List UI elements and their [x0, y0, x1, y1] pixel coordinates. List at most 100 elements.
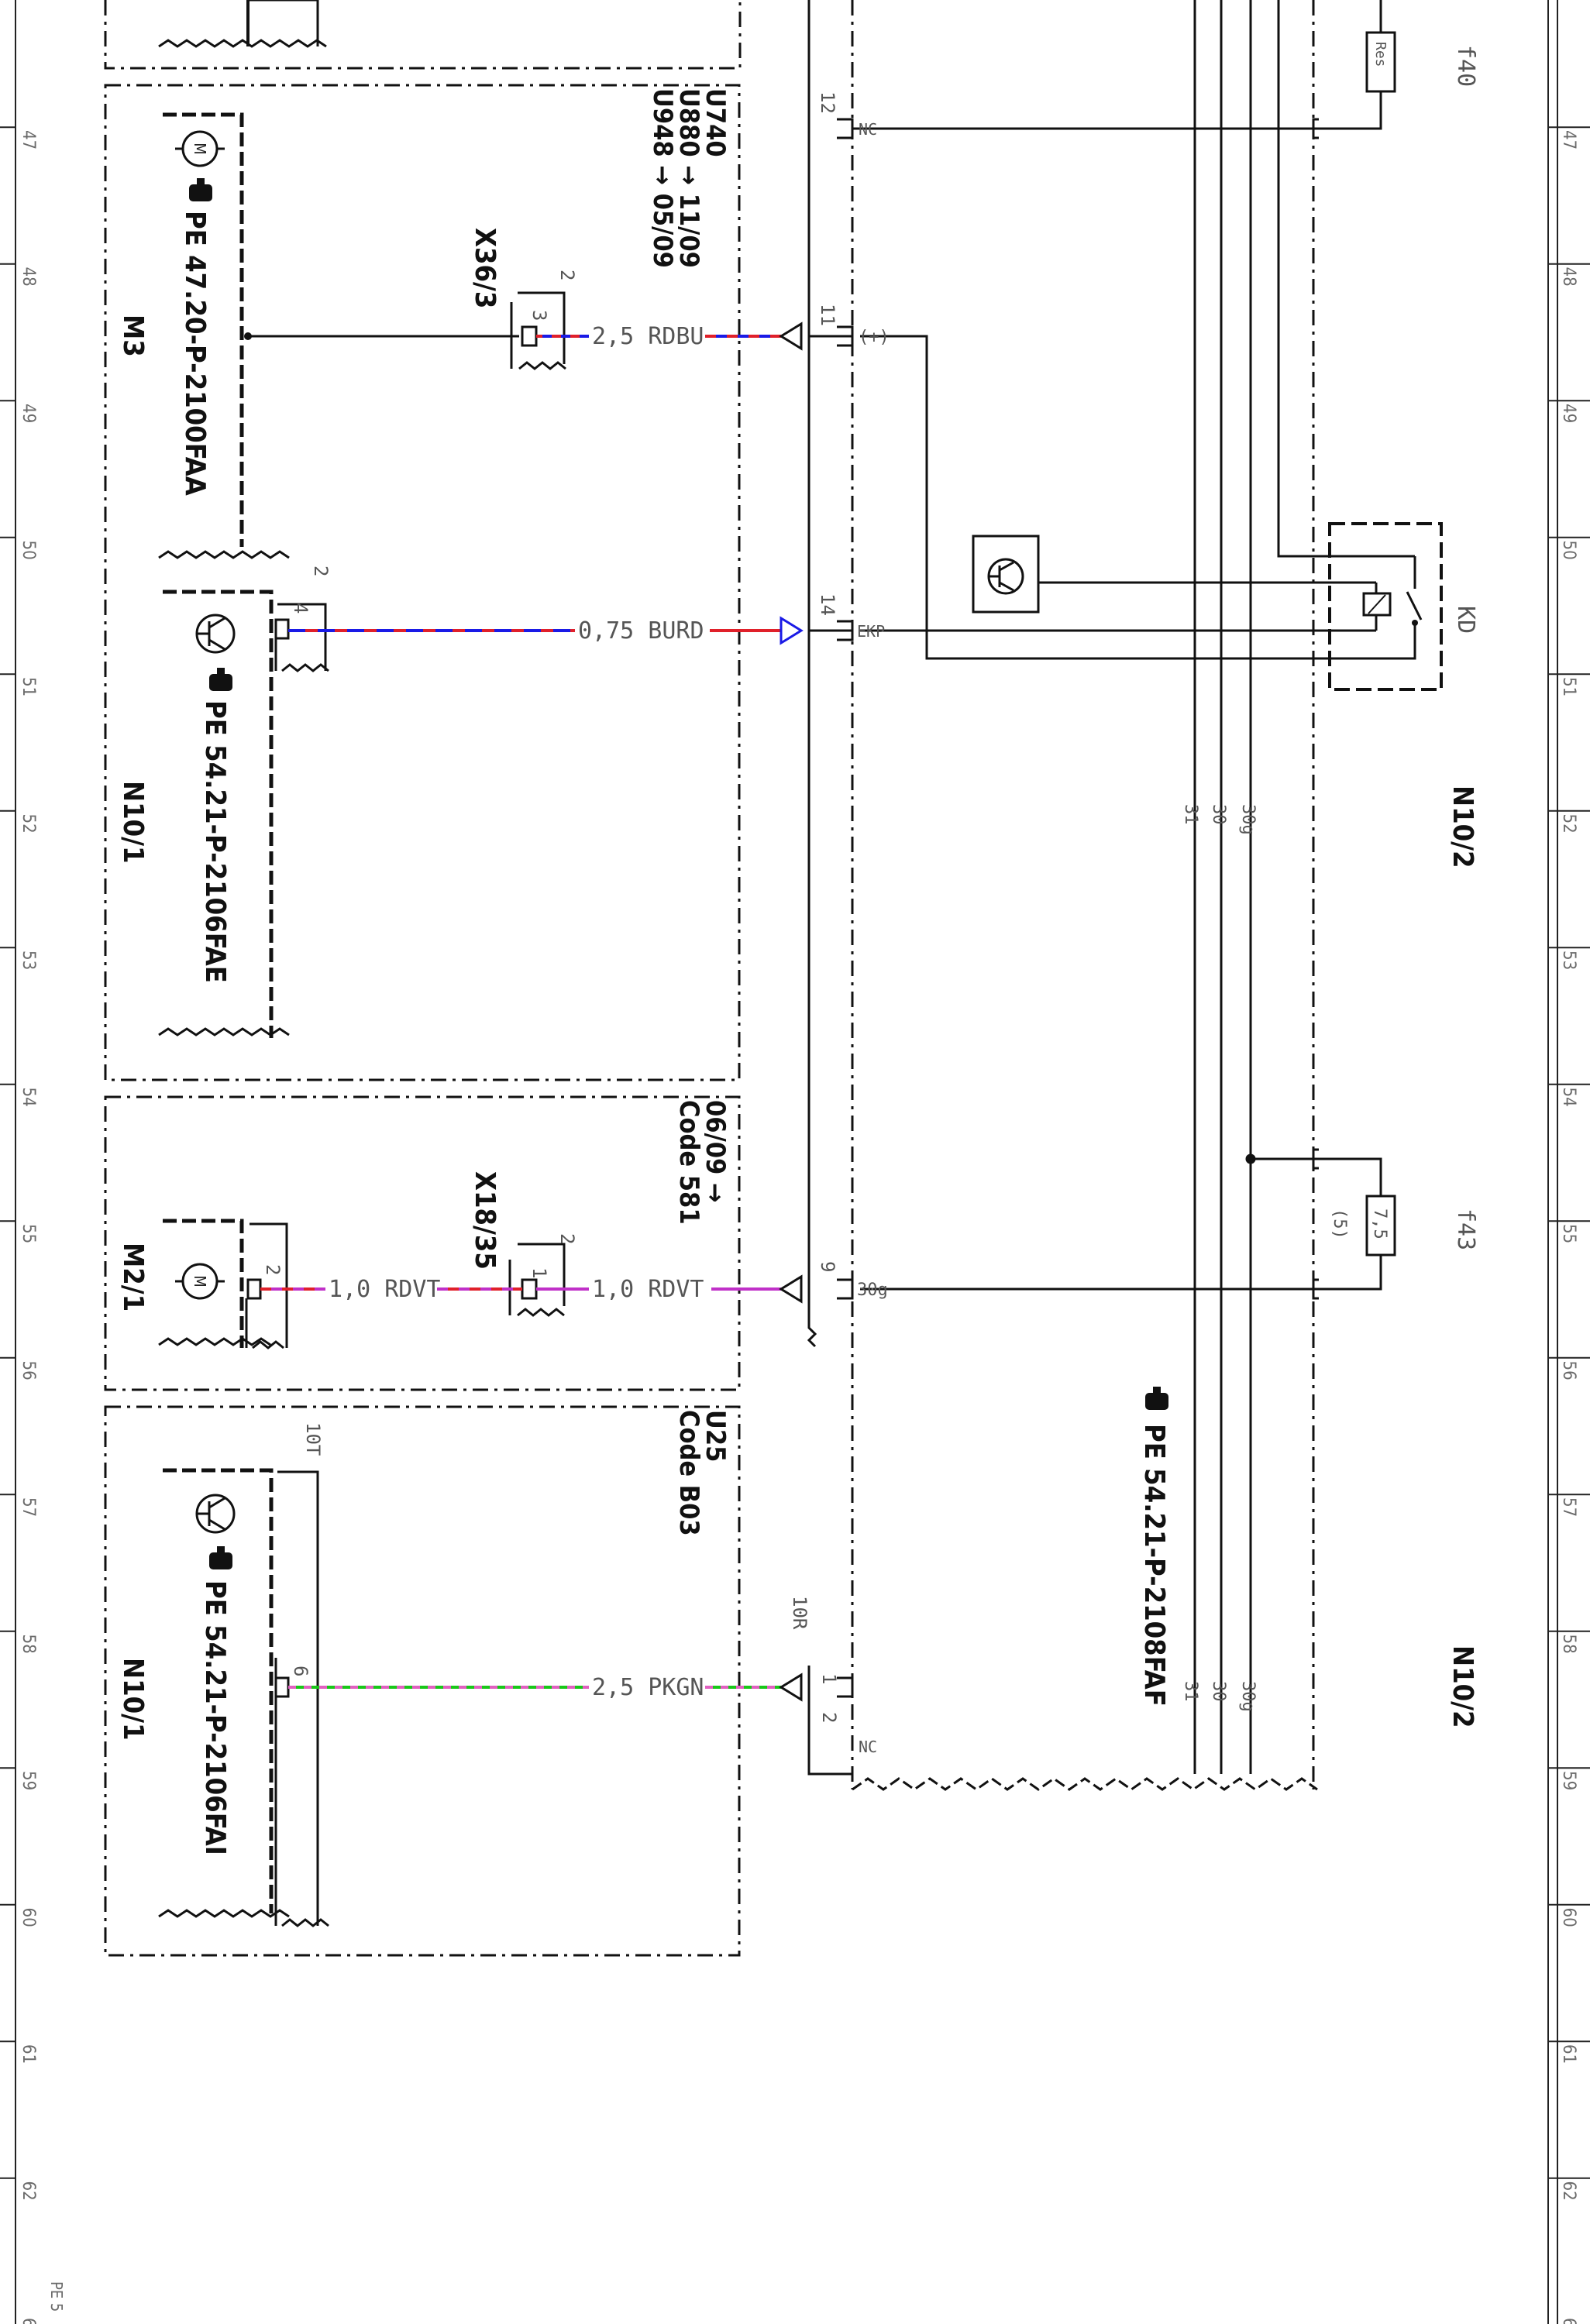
- svg-text:2: 2: [818, 1712, 840, 1723]
- top-partial-component: [158, 0, 327, 48]
- n10-2-label-top: N10/2: [1447, 786, 1478, 868]
- svg-text:1,0 RDVT: 1,0 RDVT: [592, 1276, 704, 1303]
- grid-number: 47: [19, 130, 38, 150]
- svg-text:30g: 30g: [857, 1281, 888, 1300]
- grid-numbers-left: 4748495051525354555657585960616263: [19, 130, 38, 2324]
- n10-1-top-ref: PE 54.21-P-2106FAE: [199, 700, 231, 983]
- svg-text:14: 14: [817, 593, 838, 616]
- svg-text:NC: NC: [859, 1738, 877, 1756]
- grid-number: 57: [19, 1497, 38, 1517]
- svg-text:30: 30: [1209, 1681, 1228, 1702]
- svg-text:06/09 →: 06/09 →: [700, 1100, 731, 1203]
- module-transistor: [972, 535, 1313, 614]
- m3-ref: PE 47.20-P-2100FAA: [179, 211, 211, 496]
- f43-label: f43: [1452, 1208, 1479, 1250]
- grid-number: 51: [19, 677, 38, 696]
- svg-text:2: 2: [310, 566, 332, 576]
- svg-text:M: M: [191, 143, 209, 155]
- n10-1-bottom-label: N10/1: [117, 1658, 149, 1741]
- grid-number: 49: [19, 404, 38, 423]
- notes: U740 U880 → 11/09 U948 → 05/09 06/09 → C…: [647, 88, 731, 1536]
- grid-number: 59: [19, 1771, 38, 1790]
- module-pin-stubs: [837, 118, 854, 1698]
- grid-number: 61: [1559, 2044, 1578, 2064]
- wire-burd: 0,75 BURD: [288, 617, 781, 645]
- x18-35-connector: X18/35 2 1: [469, 1171, 578, 1317]
- grid-number: 57: [1559, 1497, 1578, 1517]
- grid-number: 54: [19, 1088, 38, 1107]
- svg-text:U25: U25: [700, 1410, 731, 1462]
- f40-label: f40: [1452, 45, 1479, 87]
- grid-number: 50: [19, 541, 38, 560]
- svg-text:2,5 RDBU: 2,5 RDBU: [592, 323, 704, 350]
- m3-label: M3: [117, 315, 149, 357]
- svg-text:10T: 10T: [302, 1422, 324, 1456]
- grid-number: 52: [1559, 814, 1578, 834]
- x36-3-label: X36/3: [469, 228, 501, 308]
- n10-2-ref: PE 54.21-P-2108FAF: [1138, 1424, 1170, 1707]
- grid-tick-marks: [0, 126, 1590, 2179]
- svg-text:3: 3: [528, 310, 550, 321]
- svg-text:NC: NC: [859, 120, 877, 139]
- grid-number: 59: [1559, 1771, 1578, 1790]
- module-right-stubs: [1312, 118, 1319, 1300]
- kd-relay: KD: [1313, 522, 1479, 691]
- svg-text:1: 1: [528, 1267, 550, 1278]
- svg-text:10R: 10R: [789, 1596, 810, 1630]
- grid-number: 52: [19, 814, 38, 834]
- motor-icon: M: [175, 130, 225, 167]
- svg-text:30g: 30g: [1238, 1681, 1258, 1712]
- svg-text:7,5: 7,5: [1370, 1208, 1389, 1239]
- svg-text:9: 9: [817, 1261, 838, 1272]
- n10-1-bottom-ref: PE 54.21-P-2106FAI: [199, 1580, 231, 1855]
- grid-number: 55: [1559, 1224, 1578, 1243]
- grid-number: 47: [1559, 130, 1578, 150]
- wire-rdbu: 2,5 RDBU: [536, 323, 781, 350]
- svg-text:2: 2: [556, 1233, 578, 1244]
- f43-fuse: 7,5 (5) f43: [1313, 1157, 1479, 1291]
- m2-1-label: M2/1: [117, 1243, 149, 1312]
- n10-1-bottom-component: PE 54.21-P-2106FAI N10/1 10T 6: [117, 1422, 329, 1927]
- wires: 2,5 RDBU 0,75 BURD 1,0 RDVT 1,0 RDVT 2,5…: [260, 323, 781, 1701]
- n10-2-internal: [807, 0, 1313, 1776]
- hand-pointer-icon: [209, 668, 232, 691]
- kd-label: KD: [1452, 606, 1479, 634]
- grid-number: 53: [19, 951, 38, 970]
- component-boxes: [104, 0, 1315, 1957]
- grid-number: 60: [19, 1908, 38, 1927]
- grid-number: 50: [1559, 541, 1578, 560]
- grid-number: 48: [19, 267, 38, 287]
- svg-text:2,5 PKGN: 2,5 PKGN: [592, 1674, 704, 1701]
- grid-number: 54: [1559, 1088, 1578, 1107]
- m2-1-component: M M2/1 2: [117, 1219, 288, 1349]
- grid-numbers-right: 4748495051525354555657585960616263: [1559, 130, 1578, 2324]
- grid-number: 62: [1559, 2181, 1578, 2201]
- svg-text:Code 581: Code 581: [673, 1100, 704, 1225]
- grid-number: 62: [19, 2181, 38, 2201]
- grid-number: 56: [1559, 1361, 1578, 1380]
- svg-text:M: M: [191, 1275, 209, 1287]
- svg-text:6: 6: [290, 1666, 311, 1676]
- transistor-icon: [195, 614, 236, 654]
- n10-2-bottom-edge: [852, 1777, 1318, 1791]
- grid-number: 58: [1559, 1635, 1578, 1654]
- pin-labels: 12 NC 11 (+) 14 EKP 9 30g 10R 1 2 NC: [789, 91, 890, 1756]
- n10-2-label-bottom: N10/2: [1447, 1645, 1478, 1728]
- motor-icon: M: [175, 1263, 225, 1300]
- svg-text:31: 31: [1181, 1681, 1200, 1702]
- svg-text:Res: Res: [1372, 42, 1389, 67]
- svg-text:0,75 BURD: 0,75 BURD: [578, 617, 704, 645]
- grid-number: 58: [19, 1635, 38, 1654]
- svg-text:1,0 RDVT: 1,0 RDVT: [329, 1276, 441, 1303]
- wire-rdvt: 1,0 RDVT 1,0 RDVT: [260, 1276, 781, 1303]
- n10-1-top-label: N10/1: [117, 781, 149, 864]
- n10-1-top-component: PE 54.21-P-2106FAE N10/1 2 4: [117, 566, 332, 1038]
- svg-text:1: 1: [818, 1673, 840, 1684]
- grid-number: 61: [19, 2044, 38, 2064]
- hand-pointer-icon: [209, 1546, 232, 1569]
- x18-35-label: X18/35: [469, 1171, 501, 1270]
- wire-pkgn: 2,5 PKGN: [288, 1674, 781, 1701]
- grid-number: 63: [1559, 2318, 1578, 2324]
